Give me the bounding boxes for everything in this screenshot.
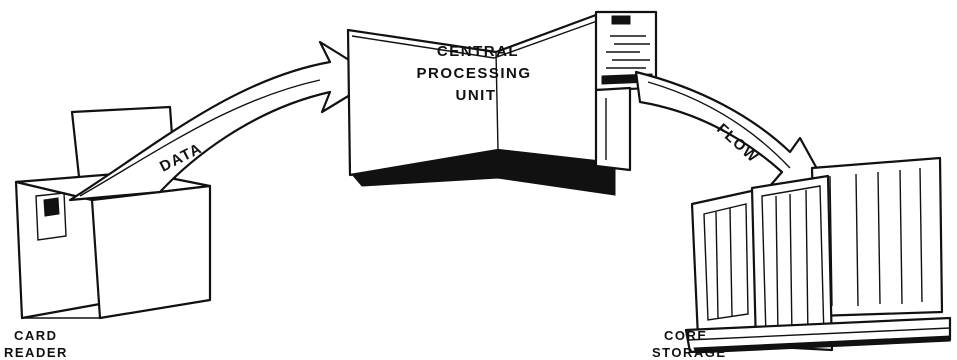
storage-glass-door: [750, 174, 834, 352]
data-arrow-shape: [68, 40, 380, 202]
storage-left-cabinet: [690, 188, 762, 340]
cpu-label-line1: CENTRAL: [437, 43, 519, 60]
cpu-label-line3: UNIT: [456, 87, 497, 104]
card-reader-front: [90, 184, 212, 320]
cpu-indicator: [611, 15, 631, 25]
card-reader-window: [35, 192, 67, 241]
cpu-side-column: [594, 86, 632, 172]
core-storage-label-line2: STORAGE: [652, 345, 727, 360]
data-arrow: [68, 40, 380, 202]
card-reader-label-line1: CARD: [14, 328, 58, 343]
cpu-label-line2: PROCESSING: [416, 65, 531, 82]
cpu-machine: [346, 10, 658, 196]
core-storage-label-line1: CORE: [664, 328, 708, 343]
core-storage-machine: [684, 156, 952, 354]
card-reader-label-line2: READER: [4, 345, 68, 360]
